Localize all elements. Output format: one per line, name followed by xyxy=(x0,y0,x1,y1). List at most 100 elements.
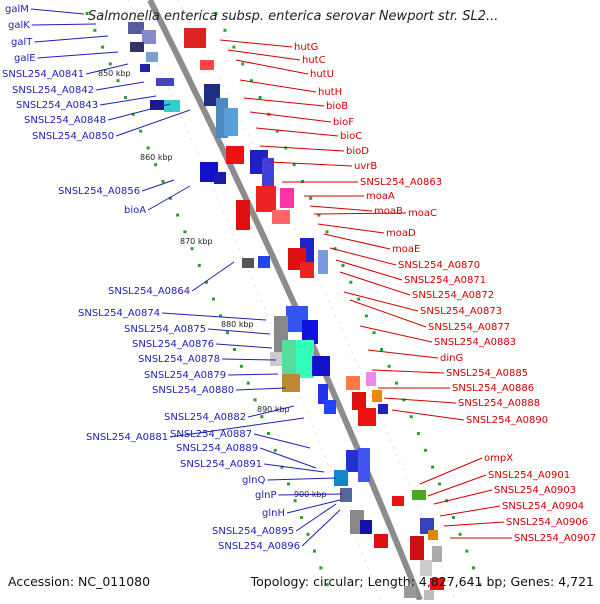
track-tick xyxy=(267,432,271,435)
right-gene-leader xyxy=(433,489,493,505)
left-gene-label: SNSL254_A0876 xyxy=(132,339,214,350)
right-gene-leader xyxy=(383,397,457,404)
gene-block xyxy=(428,530,438,540)
right-gene-label: moaC xyxy=(408,208,437,219)
right-gene-leader xyxy=(323,233,391,250)
left-gene-leader xyxy=(236,387,287,391)
track-tick xyxy=(241,62,245,66)
right-gene-leader xyxy=(259,145,345,152)
track-tick xyxy=(309,196,313,200)
gene-block xyxy=(150,100,164,110)
track-tick xyxy=(190,247,194,251)
left-gene-label: bioA xyxy=(124,205,146,216)
left-gene-label: SNSL254_A0882 xyxy=(164,412,246,423)
track-tick xyxy=(131,112,135,116)
gene-block xyxy=(272,210,290,224)
track-tick xyxy=(312,549,316,553)
gene-block xyxy=(270,352,282,366)
right-gene-label: moaB xyxy=(374,206,403,217)
gene-block xyxy=(318,384,328,404)
track-tick xyxy=(431,465,435,469)
left-gene-leader xyxy=(31,23,97,26)
gene-block xyxy=(412,490,426,500)
left-gene-label: SNSL254_A0887 xyxy=(170,429,252,440)
track-tick xyxy=(168,196,172,200)
left-gene-leader xyxy=(30,8,85,15)
right-gene-label: SNSL254_A0903 xyxy=(494,485,576,496)
left-gene-label: SNSL254_A0864 xyxy=(108,286,190,297)
gene-block xyxy=(282,374,300,392)
right-gene-leader xyxy=(339,271,411,296)
left-gene-label: SNSL254_A0841 xyxy=(2,69,84,80)
track-tick xyxy=(258,96,262,99)
left-gene-label: galM xyxy=(5,4,29,15)
gene-block xyxy=(424,590,434,600)
track-tick xyxy=(402,398,406,402)
track-tick xyxy=(108,62,112,66)
track-tick xyxy=(458,532,462,536)
right-gene-label: bioC xyxy=(340,131,362,142)
track-tick xyxy=(226,331,230,335)
left-gene-label: SNSL254_A0879 xyxy=(144,370,226,381)
right-gene-label: hutC xyxy=(302,55,326,66)
track-tick xyxy=(395,381,399,385)
right-gene-leader xyxy=(249,111,332,123)
gene-block xyxy=(140,64,150,72)
genome-summary: Topology: circular; Length: 4,827,641 bp… xyxy=(250,574,594,589)
gene-block xyxy=(296,340,314,378)
gene-block xyxy=(334,470,348,486)
gene-block xyxy=(432,546,442,562)
right-gene-leader xyxy=(367,349,439,359)
track-tick xyxy=(293,499,297,503)
right-gene-label: uvrB xyxy=(354,161,377,172)
left-gene-label: SNSL254_A0842 xyxy=(12,85,94,96)
kbp-marker: 860 kbp xyxy=(140,153,173,162)
gene-block xyxy=(300,262,314,278)
gene-block xyxy=(340,488,352,502)
right-gene-label: SNSL254_A0886 xyxy=(452,383,534,394)
gene-block xyxy=(156,78,174,86)
track-tick xyxy=(409,415,413,419)
left-gene-leader xyxy=(115,109,191,137)
gene-block xyxy=(130,42,144,52)
track-tick xyxy=(176,213,180,217)
left-gene-leader xyxy=(96,81,145,91)
right-gene-leader xyxy=(219,39,293,48)
left-gene-leader xyxy=(208,328,271,335)
track-tick xyxy=(341,264,345,267)
gene-block xyxy=(404,586,416,598)
left-gene-label: glnQ xyxy=(242,475,265,486)
right-gene-leader xyxy=(427,474,487,497)
track-tick xyxy=(260,415,264,419)
right-gene-label: hutU xyxy=(310,69,334,80)
right-gene-label: SNSL254_A0870 xyxy=(398,260,480,271)
gene-block xyxy=(280,188,294,208)
left-gene-leader xyxy=(147,185,191,211)
left-gene-label: galE xyxy=(14,53,36,64)
track-tick xyxy=(183,230,187,234)
left-gene-leader xyxy=(228,373,279,376)
track-tick xyxy=(438,482,442,486)
track-tick xyxy=(161,180,165,183)
left-gene-leader xyxy=(301,509,341,547)
track-tick xyxy=(317,213,321,217)
gene-block xyxy=(200,60,214,70)
gene-block xyxy=(378,404,388,414)
left-gene-label: SNSL254_A0874 xyxy=(78,308,160,319)
track-tick xyxy=(380,348,384,351)
gene-block xyxy=(128,22,144,34)
gene-block xyxy=(324,400,336,414)
genome-backbone xyxy=(147,0,423,602)
right-gene-leader xyxy=(239,79,317,93)
right-gene-label: SNSL254_A0901 xyxy=(488,470,570,481)
kbp-marker: 890 kbp xyxy=(257,405,290,414)
right-gene-label: SNSL254_A0907 xyxy=(514,533,596,544)
right-gene-leader xyxy=(269,161,353,167)
track-tick xyxy=(232,45,236,49)
right-gene-leader xyxy=(359,325,433,343)
right-gene-label: bioD xyxy=(346,146,369,157)
gene-block xyxy=(236,200,250,230)
track-tick xyxy=(364,314,368,318)
track-tick xyxy=(253,398,257,402)
left-gene-label: SNSL254_A0856 xyxy=(58,186,140,197)
